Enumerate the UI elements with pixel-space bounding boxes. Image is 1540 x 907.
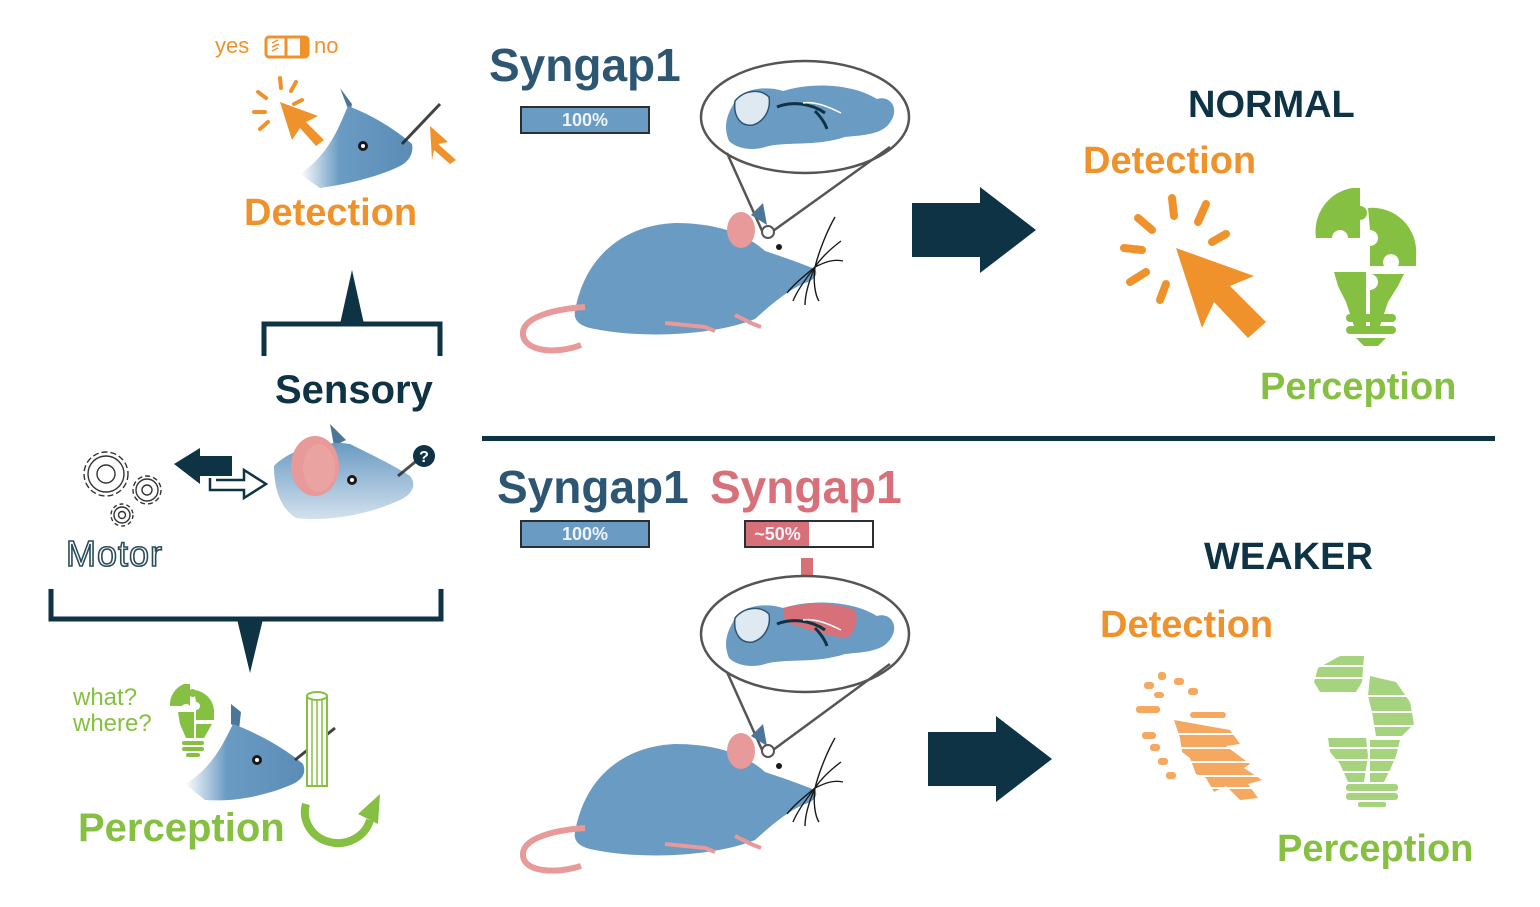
mouse-with-brain-zoom xyxy=(520,558,911,874)
bottom-expression-bar-normal: 100% xyxy=(520,520,650,548)
question-what: what? xyxy=(73,684,138,711)
question-where: where? xyxy=(73,710,152,737)
mouse-head-icon: ? xyxy=(274,424,435,520)
circular-arrow-icon xyxy=(300,794,380,848)
toggle-switch-icon xyxy=(264,35,310,59)
bottom-result-arrow xyxy=(928,716,1052,802)
toggle-no-label: no xyxy=(314,33,339,58)
top-gene-label: Syngap1 xyxy=(489,39,681,91)
toggle-yes-label: yes xyxy=(215,33,250,58)
fragmented-lightbulb-icon xyxy=(1310,656,1420,807)
normal-title: NORMAL xyxy=(1188,84,1355,126)
fragmented-cursor-icon xyxy=(1136,672,1270,800)
click-cursor-icon xyxy=(1120,194,1266,338)
expression-bar-label: ~50% xyxy=(754,523,801,544)
brain-icon xyxy=(726,602,895,666)
textured-pole-icon xyxy=(306,691,328,787)
mouse-head-icon xyxy=(300,88,456,188)
row-divider xyxy=(482,436,1495,441)
svg-text:?: ? xyxy=(419,449,429,466)
left-perception-label: Perception xyxy=(78,806,285,850)
question-mark-icon: ? xyxy=(413,445,435,467)
cursor-arrow-icon xyxy=(430,126,456,164)
expression-bar-label: 100% xyxy=(561,523,609,544)
bidirectional-arrows-icon xyxy=(174,448,269,501)
bottom-expression-bar-reduced: ~50% xyxy=(744,520,874,548)
expression-bar-fill xyxy=(522,108,648,132)
expression-bar-fill xyxy=(746,522,809,546)
puzzle-lightbulb-icon xyxy=(1315,188,1417,346)
whisker-icon xyxy=(400,102,442,146)
motor-label: Motor xyxy=(65,532,164,575)
puzzle-lightbulb-icon xyxy=(169,684,214,757)
bottom-gene-label-reduced: Syngap1 xyxy=(710,461,902,513)
top-expression-bar: 100% xyxy=(520,106,650,134)
top-detection-label: Detection xyxy=(1083,140,1257,182)
bottom-detection-label: Detection xyxy=(1100,604,1274,646)
top-perception-label: Perception xyxy=(1260,366,1457,408)
bottom-perception-label: Perception xyxy=(1277,828,1474,870)
brain-icon xyxy=(726,85,895,149)
expression-bar-fill xyxy=(522,522,648,546)
sensory-label: Sensory xyxy=(275,368,433,412)
gears-icon xyxy=(83,451,162,527)
left-detection-label: Detection xyxy=(244,192,418,234)
mouse-with-brain-zoom xyxy=(520,59,911,354)
bottom-gene-label-normal: Syngap1 xyxy=(497,461,689,513)
weaker-title: WEAKER xyxy=(1204,536,1373,578)
sensory-motor-to-perception-bracket xyxy=(48,589,444,673)
expression-bar-label: 100% xyxy=(561,109,609,130)
click-cursor-icon xyxy=(252,76,324,146)
sensory-to-detection-bracket xyxy=(261,270,443,356)
top-result-arrow xyxy=(912,187,1036,273)
